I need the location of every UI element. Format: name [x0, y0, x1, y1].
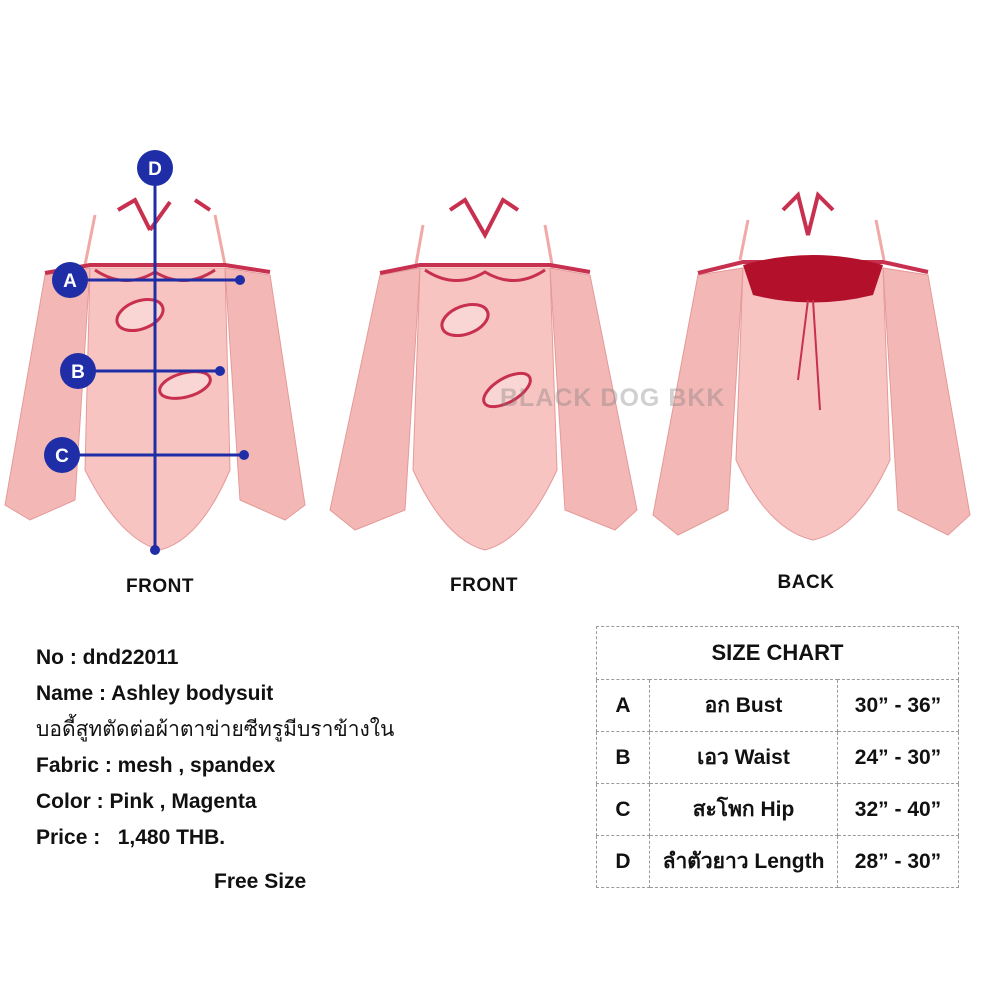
size-key: A	[596, 679, 650, 732]
table-row: C สะโพก Hip 32” - 40”	[596, 783, 959, 836]
size-value: 28” - 30”	[837, 835, 959, 888]
table-row: D ลำตัวยาว Length 28” - 30”	[596, 835, 959, 888]
view-label-front-measured: FRONT	[126, 576, 194, 597]
product-info: No : dnd22011 Name : Ashley bodysuit บอด…	[36, 640, 394, 856]
marker-d	[137, 150, 173, 186]
marker-a-label: A	[63, 271, 77, 292]
table-row: A อก Bust 30” - 36”	[596, 679, 959, 732]
product-description: บอดี้สูทตัดต่อผ้าตาข่ายซีทรูมีบราข้างใน	[36, 718, 395, 741]
free-size-label: Free Size	[214, 870, 307, 893]
product-name: Name : Ashley bodysuit	[36, 682, 274, 705]
size-value: 24” - 30”	[837, 731, 959, 784]
marker-c-label: C	[55, 446, 69, 467]
size-value: 32” - 40”	[837, 783, 959, 836]
size-value: 30” - 36”	[837, 679, 959, 732]
measurement-guides: D A B C	[44, 150, 249, 555]
size-label: สะโพก Hip	[649, 783, 838, 836]
table-row: B เอว Waist 24” - 30”	[596, 731, 959, 784]
size-chart-title: SIZE CHART	[596, 626, 959, 680]
size-key: C	[596, 783, 650, 836]
size-key: D	[596, 835, 650, 888]
marker-d-label: D	[148, 159, 162, 180]
size-label: อก Bust	[649, 679, 838, 732]
product-fabric: Fabric : mesh , spandex	[36, 754, 276, 777]
size-key: B	[596, 731, 650, 784]
marker-c	[44, 437, 80, 473]
product-image-back	[648, 140, 978, 560]
view-label-back: BACK	[777, 572, 835, 593]
marker-b	[60, 353, 96, 389]
size-chart-table: SIZE CHART A อก Bust 30” - 36” B เอว Wai…	[596, 626, 959, 888]
marker-b-label: B	[71, 362, 85, 383]
view-label-front: FRONT	[450, 575, 518, 596]
size-label: เอว Waist	[649, 731, 838, 784]
product-image-front-measured: D A B C	[0, 140, 330, 560]
product-price: Price : 1,480 THB.	[36, 826, 226, 849]
marker-a	[52, 262, 88, 298]
size-label: ลำตัวยาว Length	[649, 835, 838, 888]
product-color: Color : Pink , Magenta	[36, 790, 257, 813]
product-number: No : dnd22011	[36, 646, 179, 669]
watermark: BLACK DOG BKK	[500, 384, 726, 412]
product-image-front	[325, 140, 645, 560]
